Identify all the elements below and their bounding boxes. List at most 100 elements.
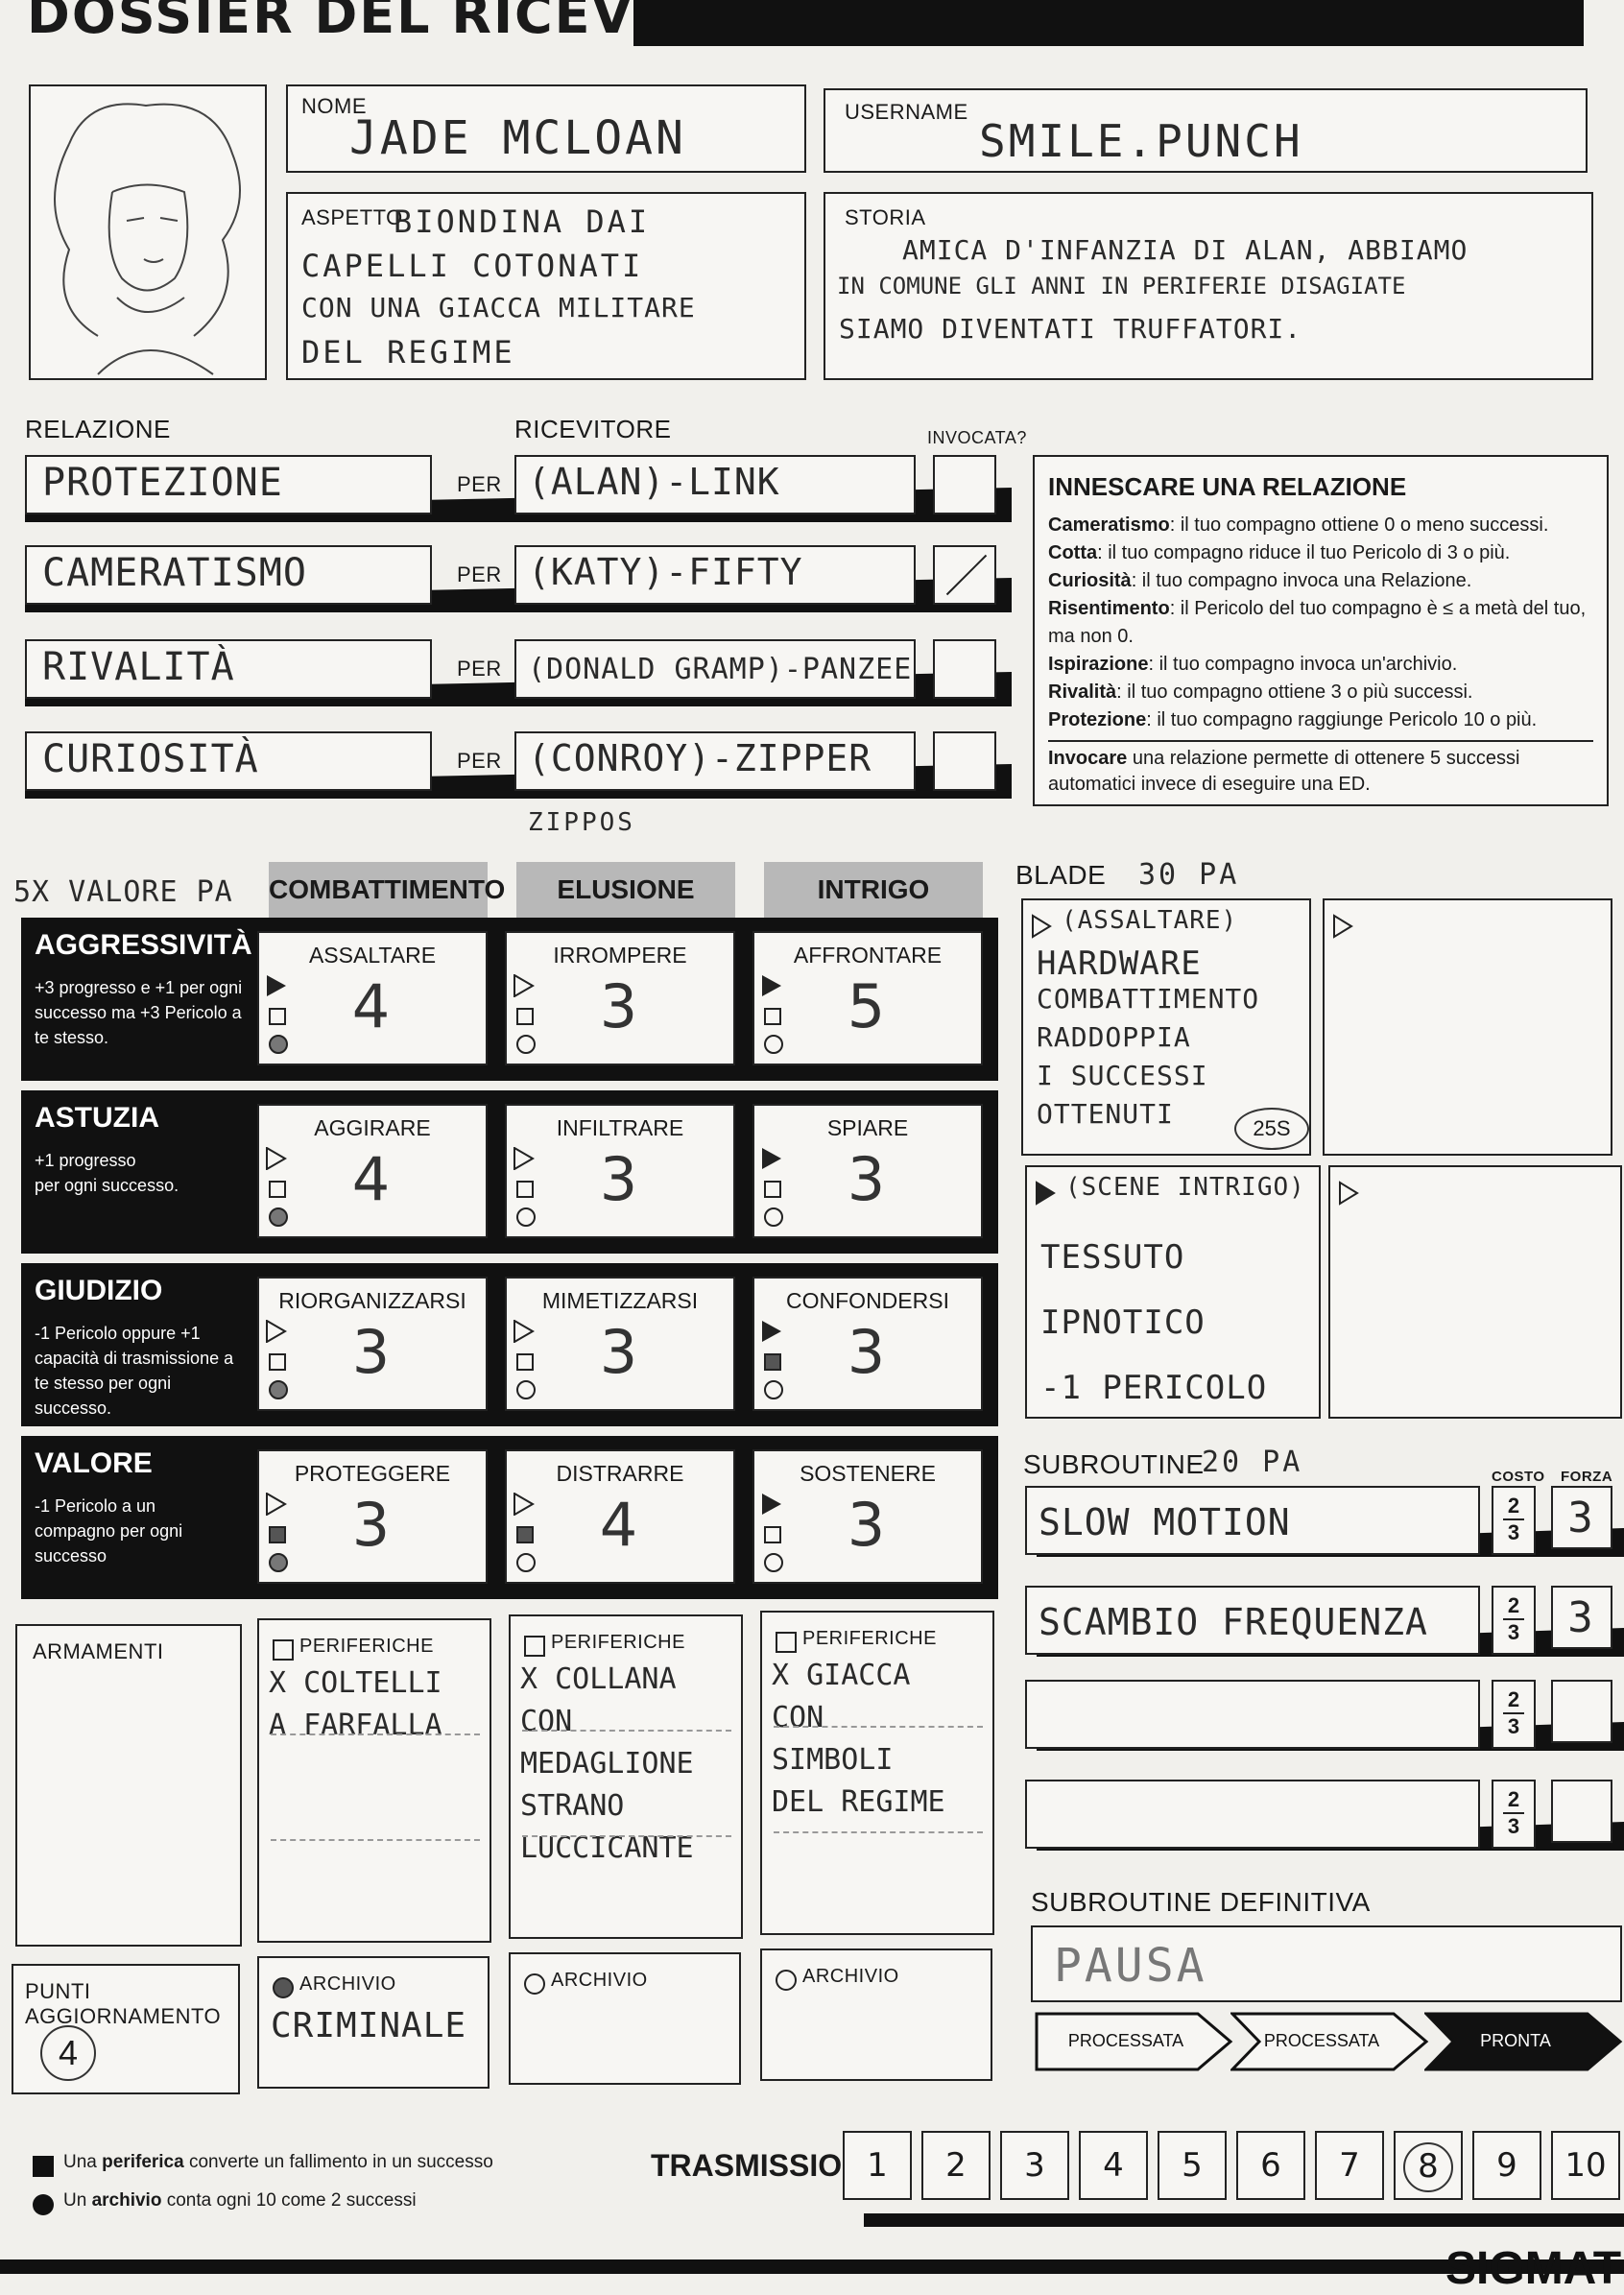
- subroutine-forza[interactable]: [1551, 1780, 1612, 1843]
- skill-square-icon[interactable]: [516, 1181, 534, 1198]
- skill-circle-icon[interactable]: [269, 1207, 288, 1227]
- trasmissione-box[interactable]: 2: [921, 2131, 991, 2200]
- skill-triangle-icon[interactable]: [266, 1320, 287, 1343]
- archivio-box[interactable]: ARCHIVIO: [509, 1952, 741, 2085]
- trasmissione-box[interactable]: 9: [1472, 2131, 1541, 2200]
- skill-triangle-icon[interactable]: [762, 1321, 781, 1342]
- aspetto-field[interactable]: ASPETTO BIONDINA DAI CAPELLI COTONATI CO…: [286, 192, 806, 380]
- skill-square-icon[interactable]: [269, 1353, 286, 1371]
- invocata-checkbox[interactable]: [933, 639, 996, 699]
- skill-triangle-icon[interactable]: [513, 1493, 535, 1516]
- relation-field[interactable]: CAMERATISMO: [25, 545, 432, 605]
- skill-square-icon[interactable]: [516, 1526, 534, 1543]
- skill-circle-icon[interactable]: [516, 1035, 536, 1054]
- skill-square-icon[interactable]: [764, 1008, 781, 1025]
- relation-field[interactable]: CURIOSITÀ: [25, 731, 432, 791]
- skill-square-icon[interactable]: [764, 1526, 781, 1543]
- skill-triangle-icon[interactable]: [762, 1494, 781, 1515]
- status-arrow[interactable]: PROCESSATA: [1035, 2012, 1234, 2071]
- skill-circle-icon[interactable]: [516, 1553, 536, 1572]
- skill-square-icon[interactable]: [764, 1181, 781, 1198]
- invocata-checkbox[interactable]: [933, 731, 996, 791]
- status-arrow[interactable]: PRONTA: [1424, 2012, 1624, 2071]
- relation-field[interactable]: PROTEZIONE: [25, 455, 432, 514]
- skill-triangle-icon[interactable]: [513, 1147, 535, 1170]
- subroutine-forza[interactable]: 3: [1551, 1586, 1612, 1649]
- periferica-checkbox[interactable]: [524, 1636, 545, 1657]
- skill-triangle-icon[interactable]: [266, 1493, 287, 1516]
- skill-square-icon[interactable]: [516, 1353, 534, 1371]
- skill-triangle-icon[interactable]: [513, 1320, 535, 1343]
- subroutine-field[interactable]: [1025, 1680, 1480, 1749]
- subroutine-forza[interactable]: 3: [1551, 1486, 1612, 1549]
- trasmissione-box[interactable]: 4: [1079, 2131, 1148, 2200]
- trasmissione-box[interactable]: 5: [1158, 2131, 1227, 2200]
- punti-box[interactable]: PUNTI AGGIORNAMENTO 4: [12, 1964, 240, 2094]
- skill-triangle-icon[interactable]: [762, 1148, 781, 1169]
- archivio-box[interactable]: ARCHIVIO: [760, 1948, 992, 2081]
- archivio-radio[interactable]: [776, 1970, 797, 1991]
- storia-field[interactable]: STORIA AMICA D'INFANZIA DI ALAN, ABBIAMO…: [824, 192, 1593, 380]
- invocata-checkbox[interactable]: [933, 455, 996, 514]
- skill-square-icon[interactable]: [269, 1008, 286, 1025]
- skill-circle-icon[interactable]: [764, 1035, 783, 1054]
- skill-circle-icon[interactable]: [269, 1553, 288, 1572]
- skill-square-icon[interactable]: [269, 1526, 286, 1543]
- trasmissione-box[interactable]: 7: [1315, 2131, 1384, 2200]
- subroutine-forza[interactable]: [1551, 1680, 1612, 1743]
- receiver-field[interactable]: (KATY)-FIFTY: [514, 545, 916, 605]
- skill-circle-icon[interactable]: [764, 1553, 783, 1572]
- receiver-field[interactable]: (DONALD GRAMP)-PANZEE: [514, 639, 916, 699]
- subroutine-field[interactable]: [1025, 1780, 1480, 1849]
- periferica-checkbox[interactable]: [273, 1639, 294, 1661]
- trasmissione-box[interactable]: 3: [1000, 2131, 1069, 2200]
- skill-triangle-icon[interactable]: [762, 975, 781, 996]
- skill-circle-icon[interactable]: [516, 1380, 536, 1399]
- nome-field[interactable]: NOME JADE MCLOAN: [286, 84, 806, 173]
- skill-square-icon[interactable]: [516, 1008, 534, 1025]
- blade-cell[interactable]: [1323, 898, 1612, 1156]
- blade-cell[interactable]: [1328, 1165, 1622, 1419]
- skill-circle-icon[interactable]: [269, 1380, 288, 1399]
- archivio-radio[interactable]: [273, 1977, 294, 1998]
- relation-field[interactable]: RIVALITÀ: [25, 639, 432, 699]
- subroutine-field[interactable]: SLOW MOTION: [1025, 1486, 1480, 1555]
- periferica-checkbox[interactable]: [776, 1632, 797, 1653]
- skill-square-icon[interactable]: [269, 1181, 286, 1198]
- definitiva-field[interactable]: PAUSA: [1031, 1925, 1622, 2002]
- armamenti-box[interactable]: ARMAMENTI: [15, 1624, 242, 1947]
- skill-triangle-icon[interactable]: [513, 974, 535, 997]
- skill-circle-icon[interactable]: [764, 1207, 783, 1227]
- skill-circle-icon[interactable]: [516, 1207, 536, 1227]
- status-arrow[interactable]: PROCESSATA: [1230, 2012, 1430, 2071]
- skill-square-icon[interactable]: [764, 1353, 781, 1371]
- invocata-checkbox[interactable]: [933, 545, 996, 605]
- receiver-field[interactable]: (CONROY)-ZIPPER: [514, 731, 916, 791]
- trasmissione-box[interactable]: 8: [1394, 2131, 1463, 2200]
- username-field[interactable]: USERNAME SMILE.PUNCH: [824, 88, 1588, 173]
- skill-triangle-icon[interactable]: [266, 1147, 287, 1170]
- skill-triangle-icon[interactable]: [267, 975, 286, 996]
- trasmissione-box[interactable]: 1: [843, 2131, 912, 2200]
- trasmissione-box[interactable]: 6: [1236, 2131, 1305, 2200]
- receiver-field[interactable]: (ALAN)-LINK: [514, 455, 916, 514]
- trasmissione-box[interactable]: 10: [1551, 2131, 1620, 2200]
- skill-circle-icon[interactable]: [764, 1380, 783, 1399]
